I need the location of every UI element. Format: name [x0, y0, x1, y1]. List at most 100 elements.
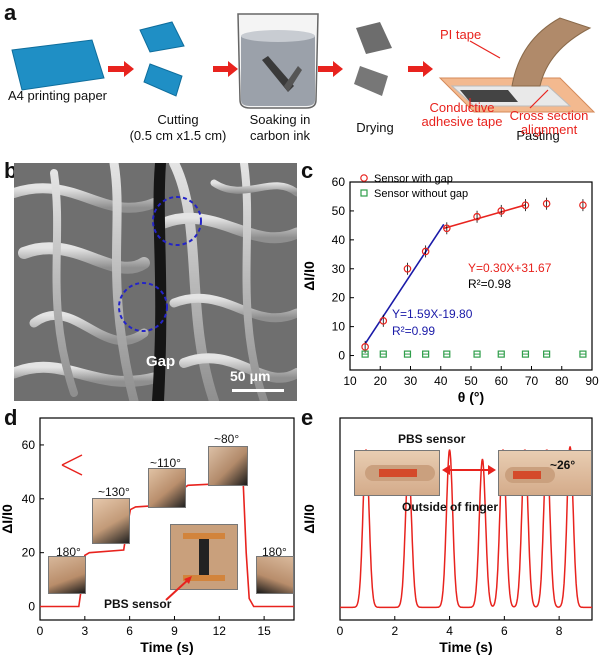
data-point-with-gap: [497, 207, 506, 215]
neck-photo: [256, 556, 294, 594]
cut-strip-icon: [139, 21, 185, 53]
x-tick-label: 4: [446, 624, 453, 638]
finger-photo: [498, 450, 592, 496]
gap-crack: [152, 163, 167, 401]
y-axis-label: ΔI/I0: [301, 261, 317, 291]
x-tick-label: 70: [525, 374, 539, 388]
step-label: Drying: [356, 120, 394, 135]
gap-label: Gap: [146, 353, 176, 370]
x-axis-label: Time (s): [140, 639, 193, 655]
x-tick-label: 60: [495, 374, 509, 388]
y-tick-label: 40: [22, 492, 36, 506]
panel-letter-d: d: [4, 405, 18, 430]
callout-conductive: Conductive: [429, 100, 495, 115]
y-tick-label: 0: [28, 600, 35, 614]
legend-marker: [360, 174, 368, 182]
fit-r2: R²=0.98: [468, 277, 511, 291]
data-point-with-gap: [473, 212, 481, 221]
data-point-with-gap: [579, 201, 587, 209]
angle-label: ~110°: [150, 456, 181, 470]
fit-line-1: [364, 223, 445, 345]
x-tick-label: 0: [337, 624, 344, 638]
callout-pi-tape: PI tape: [440, 27, 482, 42]
x-tick-label: 2: [391, 624, 398, 638]
data-point-with-gap: [379, 317, 388, 325]
cut-strip-icon: [143, 63, 183, 97]
callout-lines: [469, 40, 549, 109]
pasting-assembly-icon: [438, 17, 596, 113]
angle-label: 180°: [262, 545, 287, 559]
scale-bar: [232, 389, 284, 392]
fit-equation: Y=1.59X-19.80: [392, 307, 473, 321]
sensor-arrow-icon: [165, 576, 192, 601]
double-arrow-icon: [442, 465, 496, 475]
step-label: (0.5 cm x1.5 cm): [129, 128, 227, 143]
x-tick-label: 80: [555, 374, 569, 388]
step-label: Cutting: [157, 112, 199, 127]
x-tick-label: 8: [556, 624, 563, 638]
x-axis-label: Time (s): [439, 639, 492, 655]
step-label: Pasting: [516, 128, 560, 143]
x-tick-label: 6: [126, 624, 133, 638]
y-axis-label: ΔI/I0: [301, 504, 317, 534]
step-label: A4 printing paper: [8, 88, 108, 103]
pbs-sensor-label: PBS sensor: [398, 432, 466, 446]
data-point-with-gap: [542, 199, 551, 208]
x-tick-label: 0: [37, 624, 44, 638]
y-tick-label: 20: [332, 291, 346, 305]
neck-photo: [148, 468, 186, 508]
neck-photo: [92, 498, 130, 544]
sem-fibers: [14, 163, 297, 401]
process-arrows: [108, 61, 433, 77]
y-tick-label: 40: [332, 233, 346, 247]
x-tick-label: 20: [374, 374, 388, 388]
step-label: Soaking in: [249, 112, 311, 127]
y-tick-label: 60: [22, 438, 36, 452]
data-point-with-gap: [521, 201, 530, 209]
x-tick-label: 30: [404, 374, 418, 388]
x-tick-label: 3: [81, 624, 88, 638]
pbs-sensor-label: PBS sensor: [104, 597, 172, 611]
step-label: carbon ink: [250, 128, 310, 143]
process-illustration: [11, 13, 596, 113]
y-tick-label: 10: [332, 320, 346, 334]
caption-outside-finger: Outside of finger: [402, 500, 498, 514]
a4-paper-icon: [11, 39, 105, 91]
legend-label: Sensor without gap: [374, 188, 468, 200]
y-tick-label: 30: [332, 262, 346, 276]
y-tick-label: 0: [338, 349, 345, 363]
data-point-with-gap: [421, 247, 430, 256]
neck-photo: [208, 446, 248, 486]
x-tick-label: 6: [501, 624, 508, 638]
callout-adhesive-tape: adhesive tape: [421, 114, 503, 129]
fit-line-2: [443, 204, 526, 230]
sensor-photo: [170, 524, 238, 590]
beaker-icon: [237, 13, 319, 109]
x-axis-label: θ (°): [458, 389, 484, 405]
scale-label: 50 μm: [230, 368, 271, 384]
neck-photo: [48, 556, 86, 594]
fit-r2: R²=0.99: [392, 324, 435, 338]
sem-image: Gap 50 μm: [14, 163, 297, 401]
angle-label: ~130°: [98, 485, 130, 499]
callout-cross-section: Cross section: [509, 108, 589, 123]
panel-letter-e: e: [301, 405, 314, 430]
x-tick-label: 12: [213, 624, 227, 638]
angle-icon: [61, 454, 83, 476]
y-tick-label: 60: [332, 175, 346, 189]
callout-alignment: alignment: [520, 122, 578, 137]
finger-photo: [354, 450, 440, 496]
y-axis-label: ΔI/I0: [0, 504, 15, 534]
legend-label: Sensor with gap: [374, 173, 453, 185]
signal-line: [340, 446, 592, 609]
angle-label: ~26°: [550, 458, 576, 472]
y-tick-label: 20: [22, 546, 36, 560]
x-tick-label: 40: [434, 374, 448, 388]
panel-letter-c: c: [301, 158, 314, 183]
angle-label: 180°: [56, 545, 81, 559]
y-tick-label: 50: [332, 204, 346, 218]
x-tick-label: 90: [585, 374, 599, 388]
data-point-with-gap: [443, 224, 451, 233]
